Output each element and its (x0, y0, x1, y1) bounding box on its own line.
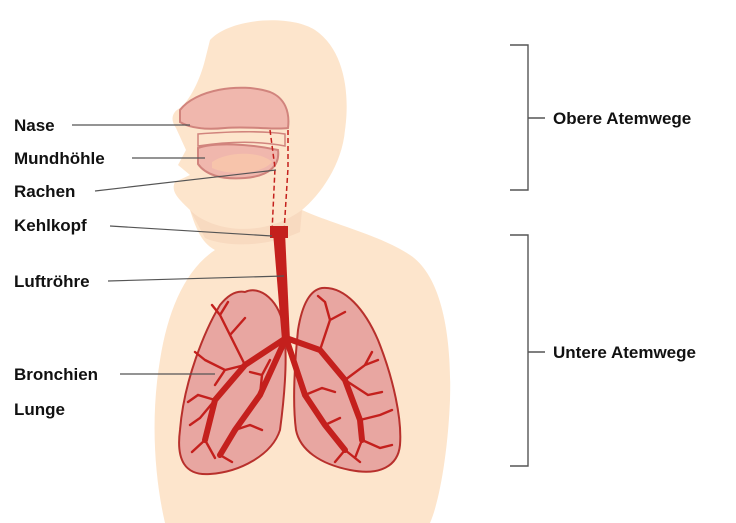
label-luftroehre: Luftröhre (14, 272, 90, 291)
bracket-upper (510, 45, 545, 190)
label-nase: Nase (14, 116, 55, 135)
label-rachen: Rachen (14, 182, 75, 201)
label-mundhoehle: Mundhöhle (14, 149, 105, 168)
label-kehlkopf: Kehlkopf (14, 216, 87, 235)
label-bronchien: Bronchien (14, 365, 98, 384)
label-lunge: Lunge (14, 400, 65, 419)
larynx (270, 226, 288, 238)
bracket-lower (510, 235, 545, 466)
group-lower-label: Untere Atemwege (553, 343, 696, 362)
group-upper-label: Obere Atemwege (553, 109, 691, 128)
